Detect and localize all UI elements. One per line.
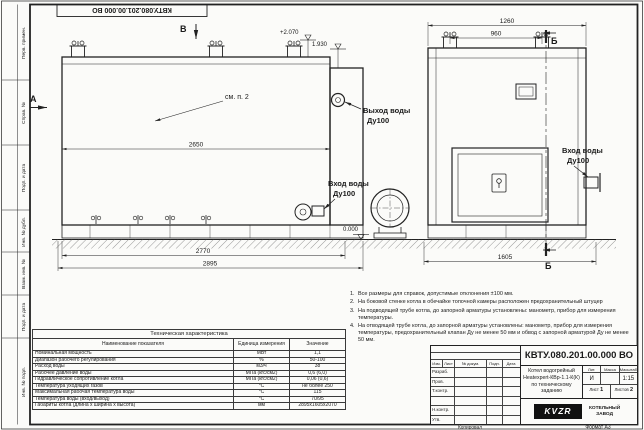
smoke-exhauster	[370, 188, 410, 239]
bottom-margin-labels: Копировал Формат А3	[458, 425, 611, 430]
water-inlet-front-dn: Ду100	[567, 156, 589, 165]
water-outlet-label: Выход воды	[363, 106, 410, 115]
list-item: 3.На подводящей трубе котла, до запорной…	[350, 307, 616, 321]
dim-2650: 2650	[189, 142, 204, 149]
sheets-total: Листов 2	[614, 387, 634, 393]
see-note-callout: см. п. 2	[225, 94, 249, 101]
tech-table-title: Техническая характеристика	[32, 329, 346, 339]
water-outlet-dn: Ду100	[367, 116, 389, 125]
margin-label: Подп. и дата	[21, 303, 27, 332]
list-item: 2.На боковой стенке котла в обечайке топ…	[350, 299, 603, 306]
lit-value: И	[583, 373, 602, 384]
format-label: Формат А3	[585, 425, 610, 430]
water-inlet-side-dn: Ду100	[333, 189, 355, 198]
margin-label: Взам. инв. №	[21, 259, 27, 289]
organization-name: КОТЕЛЬНЫЙ ЗАВОД	[588, 405, 621, 417]
tech-col-header: Единица измерения	[233, 338, 290, 351]
list-item: 1.Все размеры для справок, допустимые от…	[350, 291, 514, 297]
dim-2895: 2895	[203, 261, 218, 268]
dim-2770: 2770	[196, 248, 211, 255]
title-block: Изм. Лист № докум. Подп. Дата Разраб. Пр…	[430, 345, 638, 425]
mass-value	[601, 373, 620, 384]
view-marker-a: А	[30, 94, 37, 104]
top-stamp: КВТУ.080.201.00.000 ВО	[56, 4, 208, 17]
water-inlet-front-label: Вход воды	[562, 146, 603, 155]
section-marker-b-bottom: Б	[545, 261, 552, 271]
callouts: см. п. 2 Выход воды Ду100 Вход воды Ду10…	[154, 94, 603, 210]
view-markers: А В Б Б	[30, 24, 558, 271]
dim-1260: 1260	[500, 18, 515, 25]
water-inlet-side-label: Вход воды	[328, 179, 369, 188]
boiler-front-view	[427, 31, 601, 239]
margin-label: Инв. № дубл.	[21, 217, 27, 247]
top-stamp-text: КВТУ.080.201.00.000 ВО	[92, 6, 172, 13]
margin-label: Инв. № подл.	[21, 367, 27, 397]
margin-label: Перв. примен.	[21, 27, 27, 59]
copied-label: Копировал	[458, 425, 482, 430]
margin-label: Справ. №	[21, 102, 27, 124]
section-marker-b-top: Б	[551, 36, 558, 46]
product-title: Котел водогрейный Heatexpert-КВр-1.1-К(К…	[521, 366, 583, 398]
title-block-signatures: Изм. Лист № докум. Подп. Дата Разраб. Пр…	[431, 346, 521, 424]
list-item: 4.На отводящей трубе котла, до запорной …	[350, 323, 629, 343]
dimensions: 2650 2770 2895 1260 960 1605	[57, 18, 597, 271]
kvzr-logo: KVZR	[534, 404, 582, 419]
scale-value: 1:15	[622, 376, 635, 382]
ground-line	[52, 238, 616, 249]
tech-col-header: Наименование показателя	[32, 338, 234, 351]
dim-960: 960	[491, 31, 502, 38]
elevation-zero: 0.000	[343, 227, 359, 233]
margin-labels: Перв. примен. Справ. № Подп. и дата Инв.…	[21, 27, 27, 397]
organization-cell: KVZR КОТЕЛЬНЫЙ ЗАВОД	[521, 399, 637, 424]
sheet-number: Лист 1	[583, 385, 611, 398]
elevation-top: +2.070	[280, 30, 299, 36]
elevation-marks: +2.070 1.930 0.000	[280, 30, 369, 241]
elevation-step: 1.930	[312, 42, 328, 48]
notes-block: 1.Все размеры для справок, допустимые от…	[349, 291, 636, 345]
tech-col-header: Значение	[289, 338, 346, 351]
dim-1605: 1605	[498, 254, 513, 261]
boiler-side-view	[61, 40, 364, 239]
doc-number: КВТУ.080.201.00.000 ВО	[521, 346, 637, 366]
tech-table: Техническая характеристика Наименование …	[32, 329, 346, 410]
view-marker-v: В	[180, 24, 187, 34]
table-row: Габариты котла (длина х ширина х высота)…	[32, 402, 346, 410]
margin-label: Подп. и дата	[21, 164, 27, 193]
